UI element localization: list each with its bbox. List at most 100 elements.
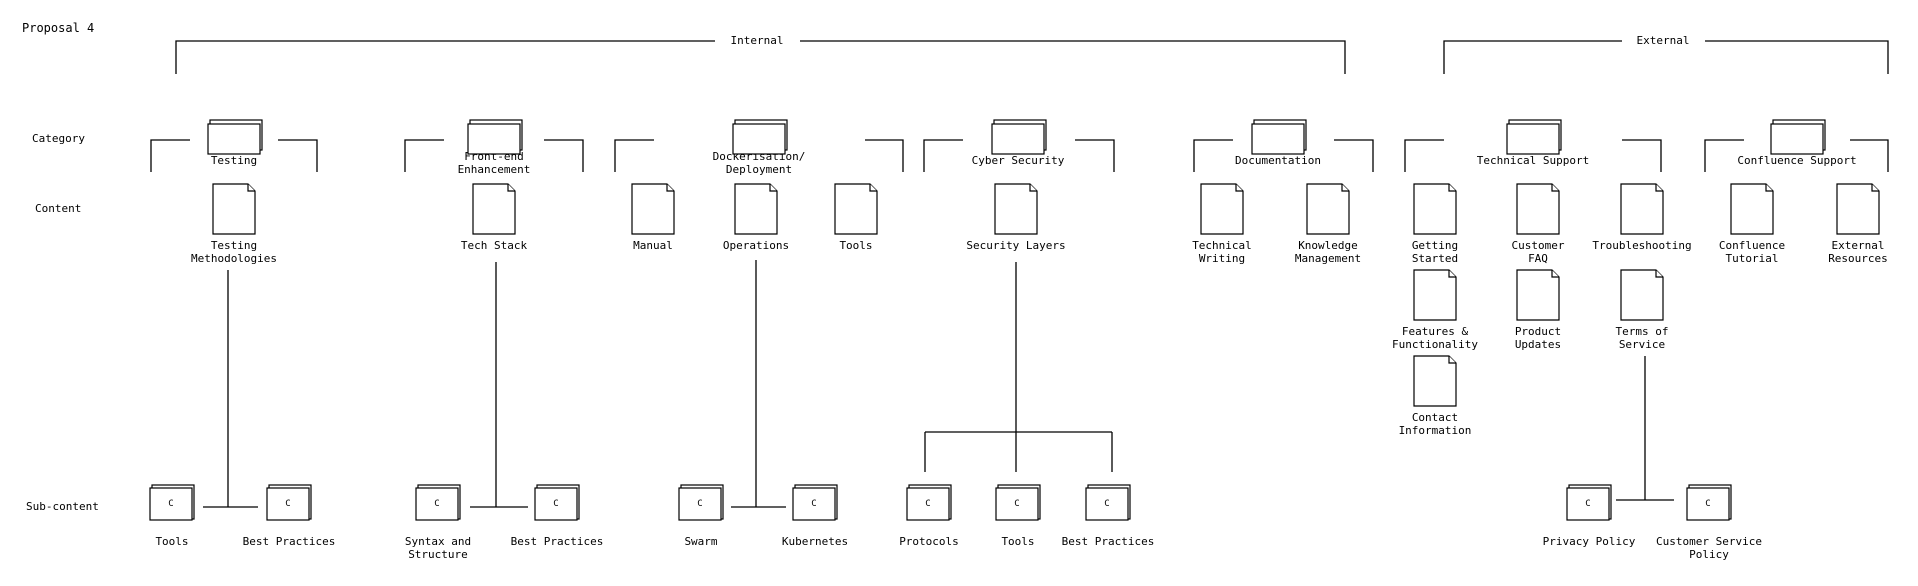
row-label-content: Content xyxy=(35,202,81,215)
subcontent-label-cyber-tools: Tools xyxy=(1001,535,1034,548)
document-label-tools: Tools xyxy=(839,239,872,252)
folder-icon-documentation xyxy=(1251,119,1307,155)
component-icon-protocols xyxy=(906,484,952,521)
document-icon-manual xyxy=(631,183,675,235)
subcontent-label-customer-service-line-2: Policy xyxy=(1689,548,1729,561)
component-glyph: C xyxy=(553,499,558,509)
document-label-product-updates-line-1: Product xyxy=(1515,325,1561,338)
component-icon-fe-best xyxy=(534,484,580,521)
document-label-terms-line-2: Service xyxy=(1619,338,1665,351)
document-label-getting-started-line-1: Getting xyxy=(1412,239,1458,252)
category-label-testing: Testing xyxy=(211,154,257,167)
document-label-getting-started-line-2: Started xyxy=(1412,252,1458,265)
subcontent-label-protocols: Protocols xyxy=(899,535,959,548)
document-icon-contact xyxy=(1413,355,1457,407)
document-icon-product-updates xyxy=(1516,269,1560,321)
document-label-features-line-1: Features & xyxy=(1402,325,1469,338)
document-label-contact-line-1: Contact xyxy=(1412,411,1458,424)
subcontent-label-testing-best: Best Practices xyxy=(243,535,336,548)
document-label-testing-methodologies-line-2: Methodologies xyxy=(191,252,277,265)
subcontent-label-fe-best: Best Practices xyxy=(511,535,604,548)
document-icon-external-resources xyxy=(1836,183,1880,235)
document-label-troubleshooting: Troubleshooting xyxy=(1592,239,1691,252)
component-glyph: C xyxy=(1104,499,1109,509)
document-label-tech-stack: Tech Stack xyxy=(461,239,528,252)
component-icon-cyber-tools xyxy=(995,484,1041,521)
document-label-external-resources-line-1: External xyxy=(1832,239,1885,252)
document-icon-confluence-tutorial xyxy=(1730,183,1774,235)
folder-icon-docker xyxy=(732,119,788,155)
subcontent-label-cyber-best: Best Practices xyxy=(1062,535,1155,548)
document-label-product-updates-line-2: Updates xyxy=(1515,338,1561,351)
row-label-subcontent: Sub-content xyxy=(26,500,99,513)
document-icon-security-layers xyxy=(994,183,1038,235)
subcontent-label-swarm: Swarm xyxy=(684,535,717,548)
document-icon-troubleshooting xyxy=(1620,183,1664,235)
folder-icon-confluence xyxy=(1770,119,1826,155)
document-label-external-resources-line-2: Resources xyxy=(1828,252,1888,265)
document-icon-terms xyxy=(1620,269,1664,321)
document-label-testing-methodologies-line-1: Testing xyxy=(211,239,257,252)
category-label-techsupport: Technical Support xyxy=(1477,154,1590,167)
subcontent-label-fe-syntax-line-2: Structure xyxy=(408,548,468,561)
component-icon-cyber-best xyxy=(1085,484,1131,521)
folder-icon-frontend xyxy=(467,119,523,155)
document-icon-getting-started xyxy=(1413,183,1457,235)
document-label-confluence-tutorial-line-1: Confluence xyxy=(1719,239,1785,252)
component-icon-fe-syntax xyxy=(415,484,461,521)
group-label-internal: Internal xyxy=(731,34,784,47)
subcontent-label-testing-tools: Tools xyxy=(155,535,188,548)
document-icon-knowledge-management xyxy=(1306,183,1350,235)
document-label-contact-line-2: Information xyxy=(1399,424,1472,437)
component-icon-swarm xyxy=(678,484,724,521)
document-icon-tools xyxy=(834,183,878,235)
component-icon-kubernetes xyxy=(792,484,838,521)
document-label-confluence-tutorial-line-2: Tutorial xyxy=(1726,252,1779,265)
category-label-cyber: Cyber Security xyxy=(972,154,1065,167)
subcontent-label-fe-syntax-line-1: Syntax and xyxy=(405,535,471,548)
folder-icon-techsupport xyxy=(1506,119,1562,155)
document-label-features-line-2: Functionality xyxy=(1392,338,1478,351)
subcontent-label-privacy: Privacy Policy xyxy=(1543,535,1636,548)
group-label-external: External xyxy=(1637,34,1690,47)
component-glyph: C xyxy=(434,499,439,509)
diagram-title: Proposal 4 xyxy=(22,21,94,35)
document-label-knowledge-management-line-2: Management xyxy=(1295,252,1361,265)
component-glyph: C xyxy=(168,499,173,509)
category-label-docker-line-2: Deployment xyxy=(726,163,792,176)
component-glyph: C xyxy=(1705,499,1710,509)
component-icon-privacy xyxy=(1566,484,1612,521)
component-icon-customer-service xyxy=(1686,484,1732,521)
document-label-security-layers: Security Layers xyxy=(966,239,1065,252)
subcontent-label-kubernetes: Kubernetes xyxy=(782,535,848,548)
component-icon-testing-tools xyxy=(149,484,195,521)
component-glyph: C xyxy=(697,499,702,509)
document-label-terms-line-1: Terms of xyxy=(1616,325,1669,338)
document-label-knowledge-management-line-1: Knowledge xyxy=(1298,239,1358,252)
category-label-confluence: Confluence Support xyxy=(1737,154,1856,167)
document-icon-testing-methodologies xyxy=(212,183,256,235)
document-label-manual: Manual xyxy=(633,239,673,252)
component-glyph: C xyxy=(811,499,816,509)
document-label-technical-writing-line-2: Writing xyxy=(1199,252,1245,265)
row-label-category: Category xyxy=(32,132,85,145)
component-glyph: C xyxy=(285,499,290,509)
component-glyph: C xyxy=(1585,499,1590,509)
component-glyph: C xyxy=(1014,499,1019,509)
document-label-customer-faq-line-2: FAQ xyxy=(1528,252,1548,265)
document-label-operations: Operations xyxy=(723,239,789,252)
folder-icon-testing xyxy=(207,119,263,155)
document-icon-customer-faq xyxy=(1516,183,1560,235)
component-icon-testing-best xyxy=(266,484,312,521)
document-icon-features xyxy=(1413,269,1457,321)
document-label-technical-writing-line-1: Technical xyxy=(1192,239,1252,252)
subcontent-label-customer-service-line-1: Customer Service xyxy=(1656,535,1762,548)
category-label-documentation: Documentation xyxy=(1235,154,1321,167)
document-icon-technical-writing xyxy=(1200,183,1244,235)
category-label-frontend-line-2: Enhancement xyxy=(458,163,531,176)
document-icon-tech-stack xyxy=(472,183,516,235)
component-glyph: C xyxy=(925,499,930,509)
document-icon-operations xyxy=(734,183,778,235)
document-label-customer-faq-line-1: Customer xyxy=(1512,239,1565,252)
